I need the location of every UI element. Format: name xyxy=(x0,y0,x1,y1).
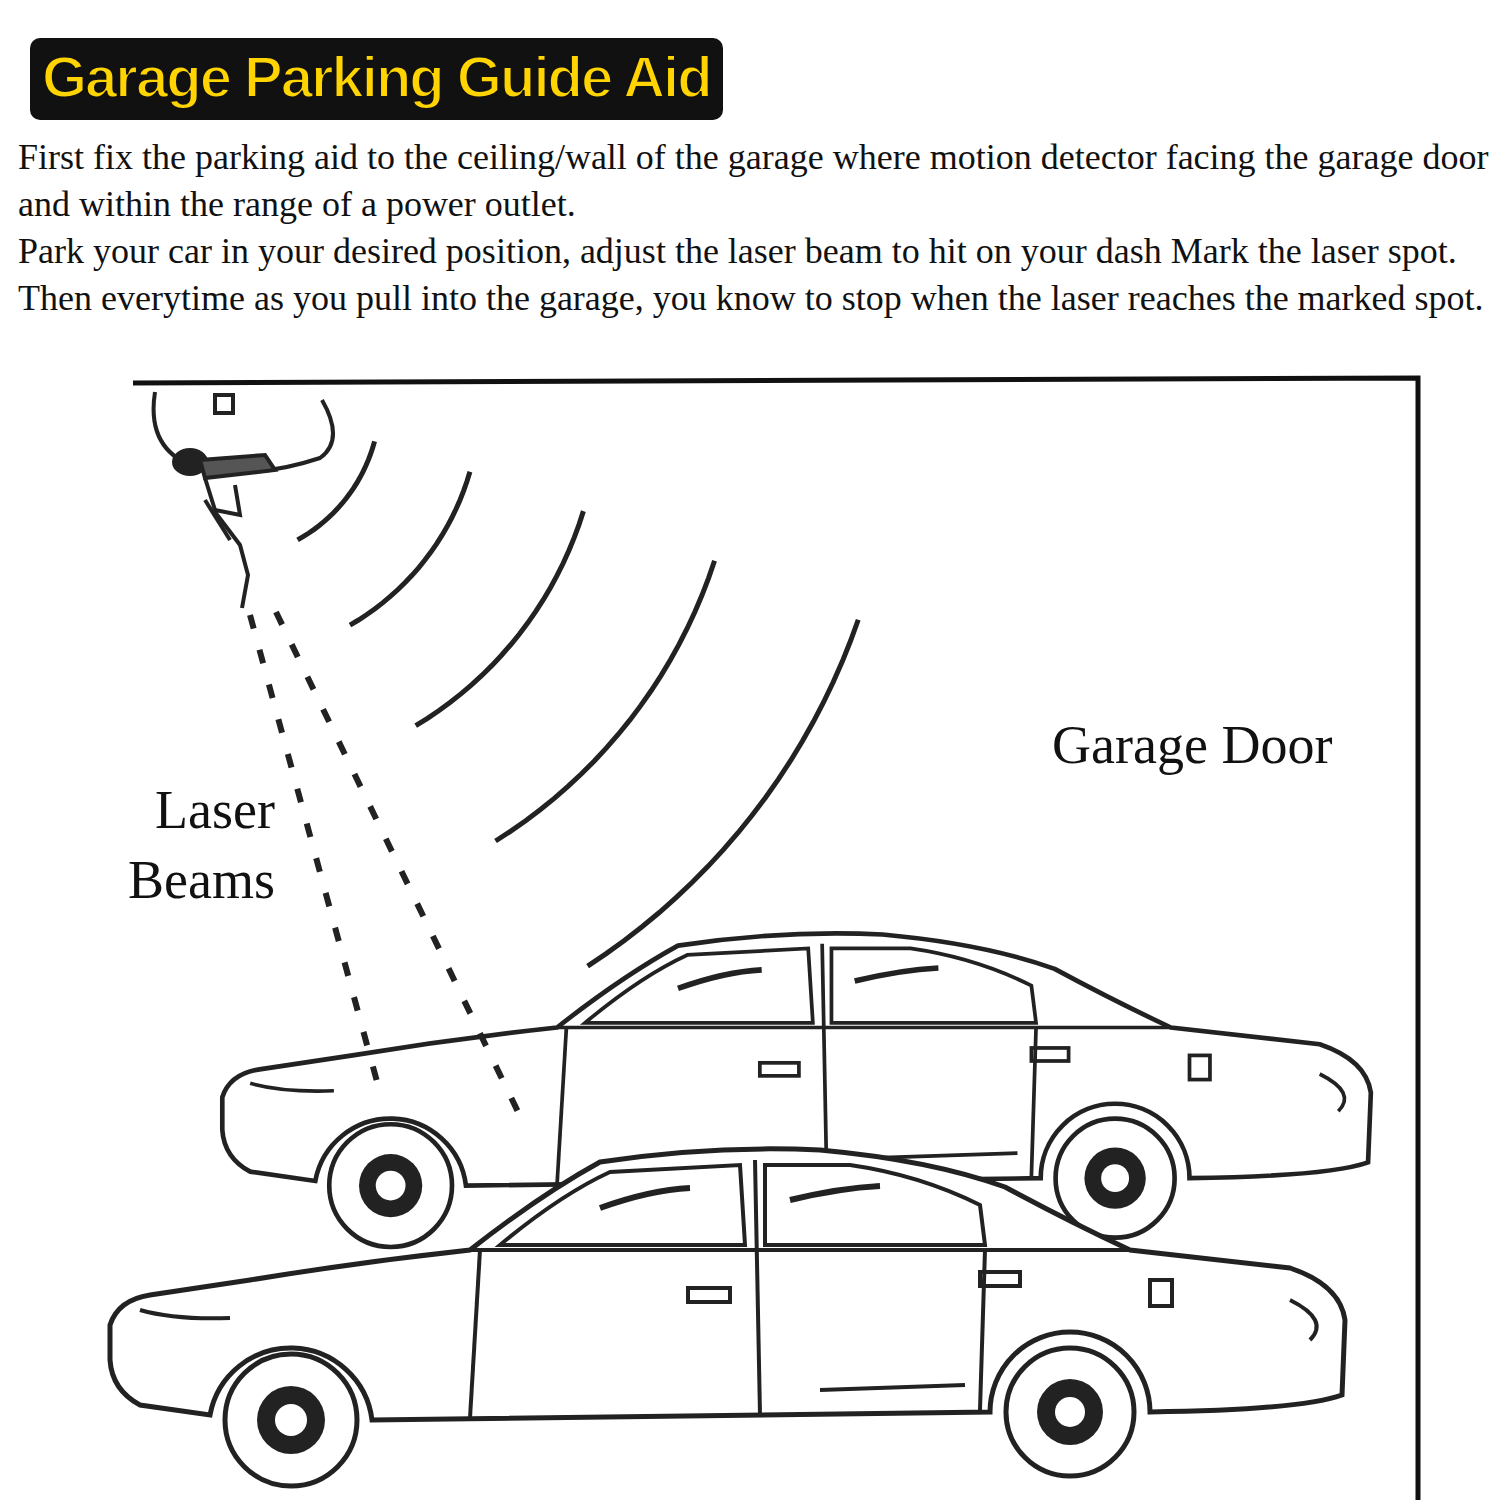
motion-wave xyxy=(298,441,375,540)
title: Garage Parking Guide Aid xyxy=(42,42,711,112)
motion-wave xyxy=(416,511,584,726)
parking-aid-device xyxy=(154,392,333,608)
instruction-text: Park your car in your desired position, … xyxy=(18,228,1496,322)
laser-beam xyxy=(250,612,520,1116)
door-label: Garage Door xyxy=(1052,712,1417,778)
motion-wave xyxy=(588,620,859,966)
motion-wave xyxy=(496,561,715,841)
motion-wave xyxy=(350,472,470,626)
instructions: First fix the parking aid to the ceiling… xyxy=(18,134,1496,322)
motion-waves xyxy=(298,441,859,966)
instruction-text: First fix the parking aid to the ceiling… xyxy=(18,134,1496,228)
title-banner: Garage Parking Guide Aid xyxy=(30,38,723,120)
beam-label: Laser Beams xyxy=(60,775,275,915)
